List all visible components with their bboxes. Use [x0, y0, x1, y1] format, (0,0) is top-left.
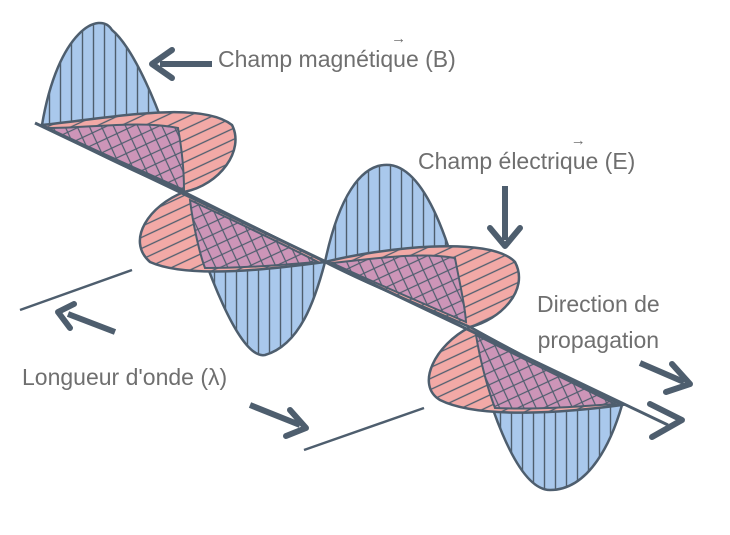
arrow-wavelength-right-shaft	[248, 402, 302, 428]
electric-field-label: Champ électrique (E)	[418, 150, 635, 173]
arrow-wavelength-left-icon	[55, 301, 77, 331]
direction-label-line1: Direction de	[537, 291, 660, 317]
arrow-wavelength-right-icon	[283, 407, 309, 439]
wavelength-line-right	[303, 406, 425, 452]
electric-label-suffix: e (E)	[585, 148, 636, 174]
magnetic-field-label: Champ magnétique (B)	[218, 48, 456, 71]
arrow-magnetic-icon	[149, 47, 175, 81]
arrow-propagation-icon	[647, 401, 685, 440]
arrow-direction-icon	[663, 361, 693, 395]
electric-label-prefix: Champ électriq	[418, 148, 573, 174]
wavelength-label: Longueur d'onde (λ)	[22, 364, 228, 390]
overlap-band-2	[188, 198, 322, 270]
magnetic-vector-letter: u	[393, 46, 406, 72]
arrow-wavelength-left-shaft	[66, 311, 117, 335]
overlap-band-3	[328, 254, 468, 324]
arrow-direction-shaft	[638, 360, 686, 385]
propagation-direction-label: Direction de propagation	[537, 287, 660, 358]
propagation-axis	[34, 121, 669, 427]
magnetic-label-suffix: e (B)	[405, 46, 456, 72]
wavelength-line-left	[19, 268, 133, 312]
overlap-band-1	[47, 123, 186, 192]
direction-label-line2: propagation	[537, 326, 660, 353]
electric-vector-letter: u	[573, 148, 586, 174]
overlap-band-4	[474, 333, 619, 410]
arrow-electric-icon	[487, 225, 523, 249]
magnetic-label-prefix: Champ magnétiq	[218, 46, 394, 72]
